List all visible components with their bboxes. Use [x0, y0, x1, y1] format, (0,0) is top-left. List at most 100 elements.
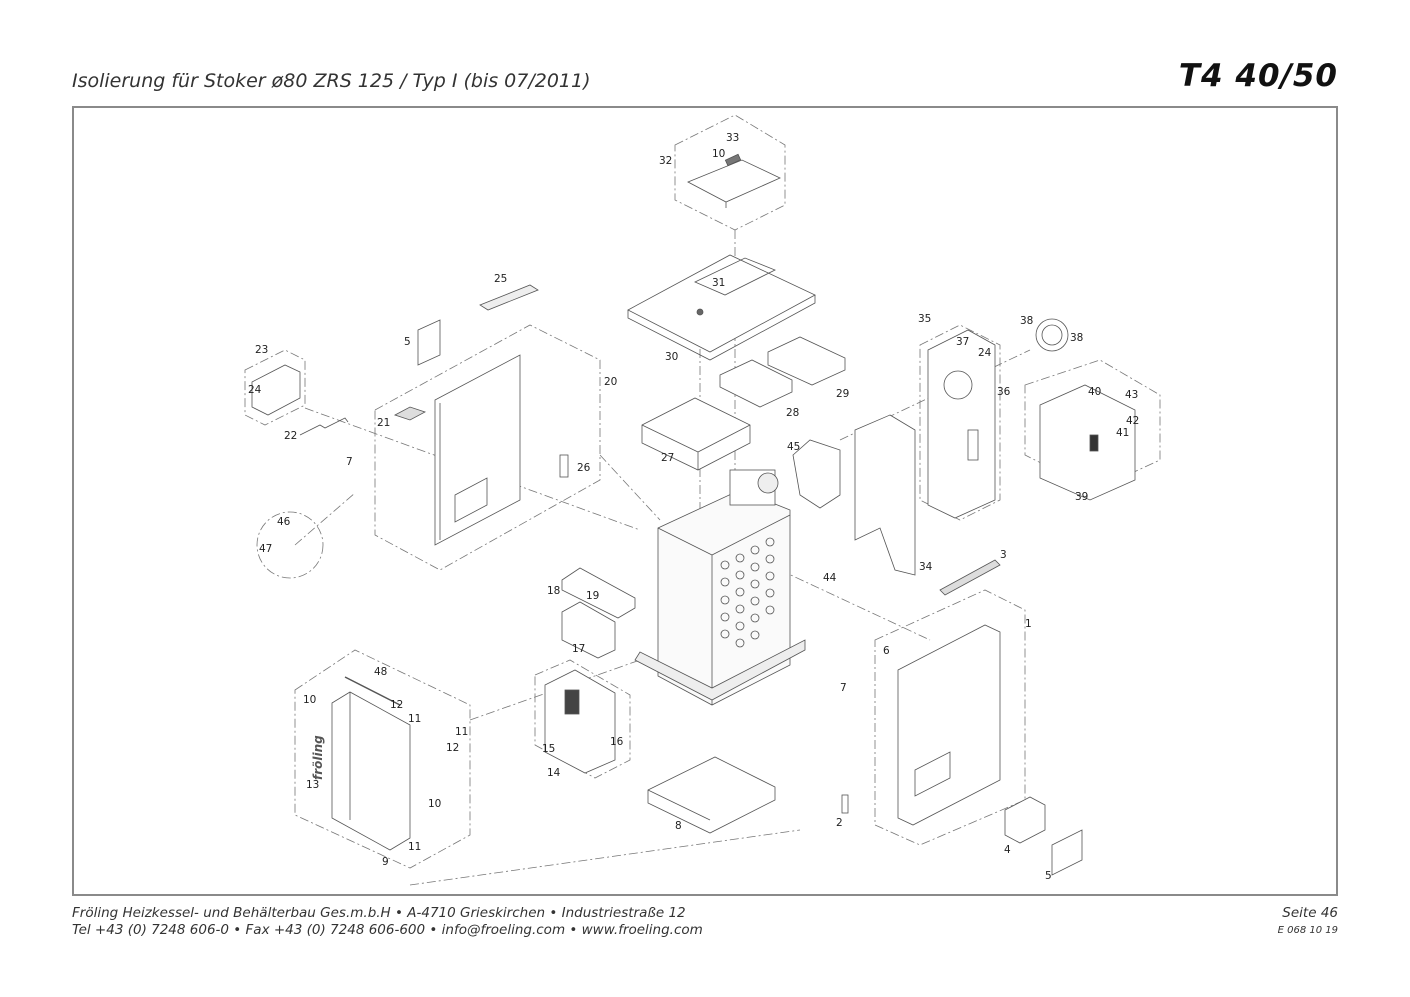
part-label: 25: [494, 273, 507, 285]
part-label: 11: [408, 713, 421, 725]
group-39-outline: [1024, 359, 1161, 491]
part-label: 33: [726, 132, 739, 144]
part-label: 35: [918, 313, 931, 325]
part-label: 48: [374, 666, 387, 678]
detail-46-circle: [256, 511, 324, 579]
part-label: 38: [1070, 332, 1083, 344]
part-label: 21: [377, 417, 390, 429]
part-label: 27: [661, 452, 674, 464]
part-10-handle-top: [724, 153, 742, 167]
part-label: 16: [610, 736, 624, 748]
part-label: 17: [572, 643, 585, 655]
part-label: 44: [823, 572, 837, 584]
part-5-plate-right: [1051, 829, 1083, 876]
part-28-insulation: [719, 359, 793, 408]
diagram-title: Isolierung für Stoker ø80 ZRS 125 / Typ …: [72, 70, 591, 92]
part-label: 7: [840, 682, 847, 694]
part-9-front-door: [331, 691, 411, 851]
group-35-outline: [919, 324, 1001, 521]
part-26-clip: [559, 454, 569, 478]
part-label: 40: [1088, 386, 1101, 398]
part-27-insulation-block: [641, 397, 751, 471]
group-20-outline: [374, 324, 601, 571]
part-label: 10: [428, 798, 441, 810]
part-5-plate-left: [417, 319, 441, 366]
part-label: 24: [248, 384, 262, 396]
part-label: 29: [836, 388, 849, 400]
group-32-outline: [674, 114, 786, 231]
part-label: 8: [675, 820, 682, 832]
part-label: 36: [997, 386, 1011, 398]
part-21-hinge: [393, 406, 427, 421]
part-label: 34: [919, 561, 933, 573]
part-label: 30: [665, 351, 678, 363]
part-label: 1: [1025, 618, 1032, 630]
part-label: 24: [978, 347, 992, 359]
part-label: 5: [1045, 870, 1052, 882]
part-label: 26: [577, 462, 591, 474]
part-label: 39: [1075, 491, 1088, 503]
part-label: 6: [883, 645, 890, 657]
part-label: 11: [455, 726, 468, 738]
part-label: 47: [259, 543, 272, 555]
part-label: 46: [277, 516, 291, 528]
part-label: 32: [659, 155, 672, 167]
part-32-lid: [687, 159, 781, 208]
part-29-insulation: [767, 336, 846, 386]
group-1-outline: [874, 589, 1026, 846]
boiler-tube-openings: [720, 537, 775, 648]
part-label: 9: [382, 856, 389, 868]
part-3-top-rail: [939, 559, 1001, 596]
part-1-door-panel: [897, 624, 1001, 826]
part-label: 19: [586, 590, 599, 602]
page-number: Seite 46: [1282, 905, 1338, 921]
part-14-front-plate: [544, 669, 616, 774]
part-17-insulation: [561, 601, 616, 659]
part-label: 31: [712, 277, 725, 289]
part-label: 10: [712, 148, 725, 160]
part-label: 3: [1000, 549, 1007, 561]
footer-company-address: Fröling Heizkessel- und Behälterbau Ges.…: [72, 905, 686, 921]
part-34-rear-insulation: [854, 414, 916, 576]
part-label: 41: [1116, 427, 1129, 439]
part-label: 2: [836, 817, 843, 829]
part-label: 10: [303, 694, 316, 706]
part-label: 20: [604, 376, 617, 388]
part-2-bracket: [841, 794, 849, 814]
part-label: 38: [1020, 315, 1033, 327]
part-label: 11: [408, 841, 421, 853]
part-label: 18: [547, 585, 560, 597]
part-label: 23: [255, 344, 268, 356]
part-label: 42: [1126, 415, 1139, 427]
part-number-labels: 1 2 3 4 5 5 6 7 7 8 9 10 10 10 11 11 11 …: [248, 132, 1139, 882]
part-18-rail: [561, 567, 636, 619]
part-45-flue-piece: [792, 439, 841, 509]
group-9-outline: [294, 649, 471, 869]
footer-contact: Tel +43 (0) 7248 606-0 • Fax +43 (0) 724…: [72, 922, 703, 938]
part-label: 5: [404, 336, 411, 348]
drawing-frame: [72, 106, 1338, 896]
part-23-box: [251, 364, 301, 416]
part-label: 12: [446, 742, 459, 754]
part-label: 4: [1004, 844, 1011, 856]
part-20-side-panel: [434, 354, 521, 546]
part-label: 37: [956, 336, 969, 348]
boiler-body: [634, 469, 806, 706]
part-label: 15: [542, 743, 555, 755]
part-4-block: [1004, 796, 1046, 844]
part-label: 12: [390, 699, 403, 711]
part-label: 14: [547, 767, 561, 779]
part-30-top-cover: [627, 254, 816, 361]
document-code: E 068 10 19: [1277, 925, 1338, 936]
group-14-outline: [534, 659, 631, 779]
part-22-bracket: [299, 417, 349, 436]
part-label: 45: [787, 441, 800, 453]
part-39-panel: [1039, 384, 1136, 501]
part-8-base-insulation: [647, 756, 776, 834]
part-25-rail: [479, 284, 539, 311]
part-label: 13: [306, 779, 319, 791]
model-designation: T4 40/50: [1178, 58, 1338, 94]
part-48-rod: [344, 676, 401, 706]
part-label: 43: [1125, 389, 1138, 401]
